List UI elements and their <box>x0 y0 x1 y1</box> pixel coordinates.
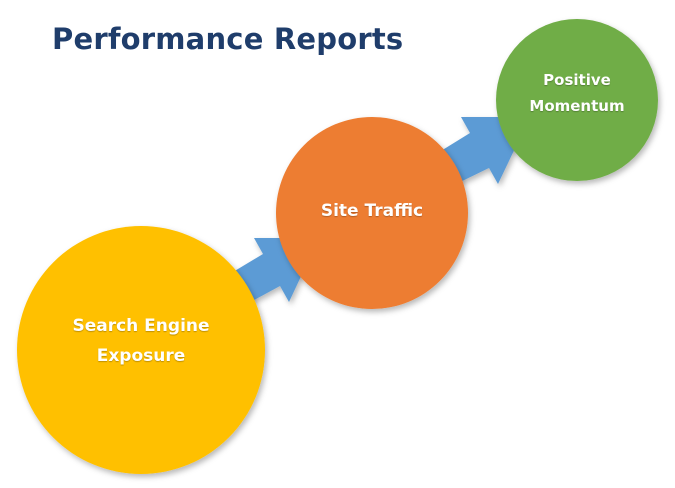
label-line: Site Traffic <box>320 201 424 221</box>
page-title: Performance Reports <box>52 22 404 56</box>
label-search-engine-exposure: Search Engine Exposure <box>41 311 241 371</box>
label-line: Momentum <box>529 97 625 115</box>
circle-site-traffic <box>276 117 468 309</box>
label-line: Positive <box>543 71 611 89</box>
circle-positive-momentum <box>496 19 658 181</box>
label-line: Search Engine <box>72 316 210 336</box>
circle-search-engine-exposure <box>17 226 265 474</box>
label-line: Exposure <box>96 346 186 366</box>
label-site-traffic: Site Traffic <box>292 196 452 226</box>
label-positive-momentum: Positive Momentum <box>507 67 647 119</box>
